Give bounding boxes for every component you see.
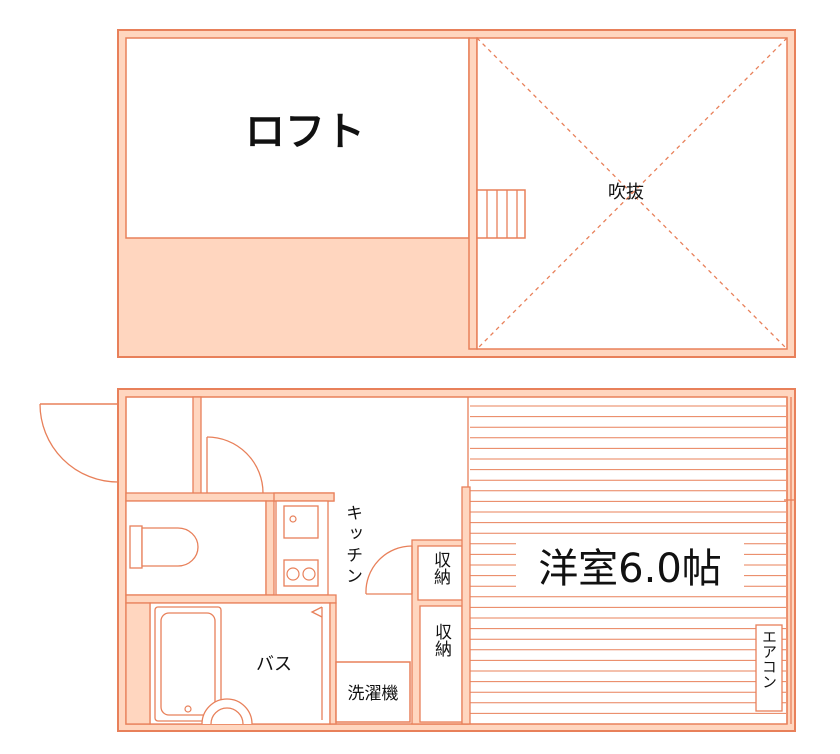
- void-label: 吹抜: [608, 182, 644, 203]
- toilet-kitchen-wall: [265, 500, 275, 596]
- kitchen-stove: [283, 559, 319, 587]
- room-left-wall: [461, 486, 471, 725]
- loft-ladder: [476, 189, 526, 239]
- kitchen-label: キッチン: [342, 504, 362, 588]
- entrance-door: [39, 403, 119, 483]
- storage-upper: [417, 545, 463, 601]
- void-diagonal-2: [476, 37, 788, 350]
- bath-washer-wall: [329, 602, 337, 725]
- first-floor: キッチン バス 洗濯機 収納 収納: [39, 388, 796, 732]
- bath-left-wall: [125, 602, 151, 725]
- bathtub: [154, 606, 222, 722]
- storage-lower-label: 収納: [431, 623, 452, 658]
- storage-upper-label: 収納: [430, 551, 451, 586]
- loft-room: [125, 37, 470, 239]
- kitchen-sink: [283, 505, 319, 539]
- toilet-door: [206, 436, 264, 494]
- aircon-box: [755, 624, 783, 712]
- storage-lower: [419, 605, 463, 723]
- washbasin: [201, 698, 253, 725]
- aircon-label: エアコン: [760, 629, 778, 689]
- loft-level: ロフト 吹抜: [117, 29, 796, 358]
- loft-label: ロフト: [245, 109, 365, 155]
- washer-box: [335, 661, 411, 723]
- bath-top-wall: [125, 594, 337, 604]
- kitchen-counter: [273, 492, 335, 596]
- toilet-fixture: [129, 525, 199, 569]
- room-label: 洋室6.0帖: [538, 546, 722, 592]
- entry-wall: [192, 396, 202, 496]
- room-door: [365, 545, 413, 595]
- bath-door: [310, 606, 323, 720]
- washer-label: 洗濯機: [348, 684, 399, 704]
- right-window: [784, 397, 795, 724]
- room-label-backdrop: [516, 534, 744, 590]
- loft-divider-wall: [468, 37, 478, 350]
- bath-label: バス: [256, 654, 292, 675]
